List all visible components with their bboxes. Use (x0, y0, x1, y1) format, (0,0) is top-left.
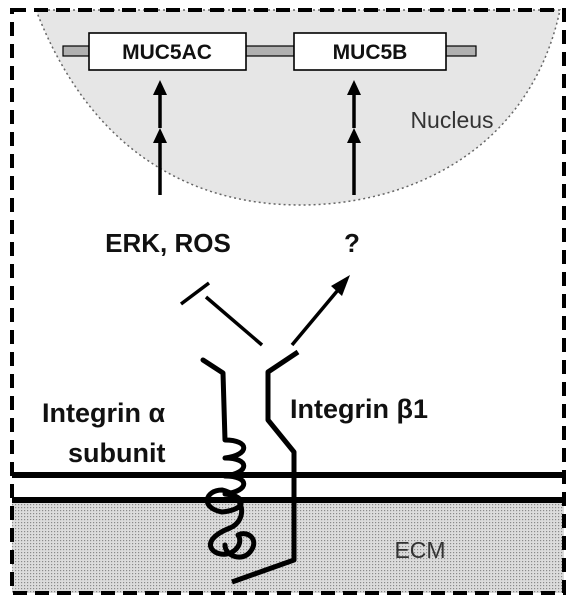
integrin-beta1-chain (231, 349, 300, 585)
integrin-alpha-label-line2: subunit (68, 438, 165, 468)
gene-track-right (445, 45, 477, 57)
signal-erk-ros-label: ERK, ROS (105, 228, 231, 258)
gene-box-muc5b (293, 32, 447, 71)
gene-track-left (62, 45, 90, 57)
nucleus-label: Nucleus (410, 107, 493, 133)
arrow-to-muc5ac (153, 80, 167, 195)
gene-box-muc5ac (88, 32, 247, 71)
gene-track-middle (245, 45, 295, 57)
integrin-alpha-chain (200, 357, 257, 560)
arrow-to-muc5b (347, 80, 361, 195)
integrin-alpha-label-line1: Integrin α (42, 398, 165, 428)
ecm-label: ECM (394, 537, 445, 563)
cell-boundary (10, 8, 566, 595)
activation-arrow (290, 275, 350, 347)
gene-label-muc5b: MUC5B (333, 41, 408, 64)
inhibition-line (179, 281, 264, 347)
gene-label-muc5ac: MUC5AC (122, 41, 212, 64)
signal-unknown-label: ? (344, 228, 360, 258)
ecm-region (12, 500, 564, 593)
integrin-beta1-label: Integrin β1 (290, 394, 428, 424)
